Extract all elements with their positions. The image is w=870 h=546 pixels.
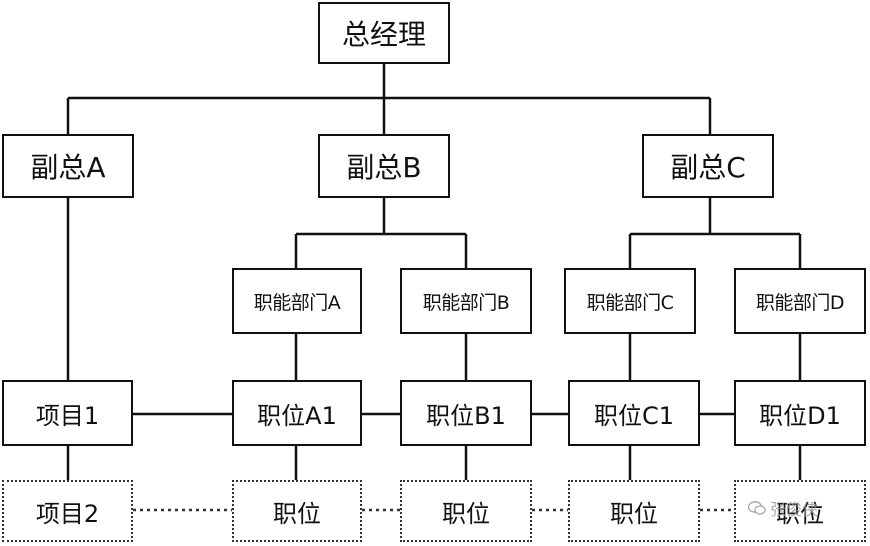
vp-a-label: 副总A: [30, 151, 106, 184]
position-d1-box: 职位D1: [734, 380, 866, 446]
vp-b-box: 副总B: [318, 134, 450, 198]
position-b1-label: 职位B1: [426, 401, 506, 430]
project-2-label: 项目2: [35, 499, 100, 528]
position-a-box: 职位: [232, 480, 362, 542]
position-d-label: 职位: [776, 499, 824, 528]
dept-c-box: 职能部门C: [564, 268, 696, 334]
position-d1-label: 职位D1: [759, 401, 841, 430]
vp-c-box: 副总C: [642, 134, 774, 198]
watermark: 张俊侠: [748, 496, 818, 520]
ceo-box: 总经理: [318, 2, 450, 64]
project-2-box: 项目2: [2, 480, 133, 542]
position-b1-box: 职位B1: [400, 380, 532, 446]
dept-a-label: 职能部门A: [253, 291, 341, 314]
position-c-box: 职位: [568, 480, 700, 542]
dept-a-box: 职能部门A: [232, 268, 362, 334]
position-c1-label: 职位C1: [593, 401, 675, 430]
position-c-label: 职位: [610, 499, 658, 528]
dept-c-label: 职能部门C: [586, 291, 674, 314]
vp-a-box: 副总A: [2, 134, 134, 198]
project-1-box: 项目1: [2, 380, 133, 446]
vp-c-label: 副总C: [670, 151, 746, 184]
position-c1-box: 职位C1: [568, 380, 700, 446]
position-b-label: 职位: [442, 499, 490, 528]
dept-b-label: 职能部门B: [422, 291, 510, 314]
position-a1-label: 职位A1: [257, 401, 337, 430]
dept-b-box: 职能部门B: [400, 268, 532, 334]
project-1-label: 项目1: [35, 401, 100, 430]
position-a1-box: 职位A1: [232, 380, 362, 446]
vp-b-label: 副总B: [346, 151, 422, 184]
dept-d-box: 职能部门D: [734, 268, 866, 334]
watermark-text: 张俊侠: [770, 500, 819, 519]
ceo-label: 总经理: [341, 18, 426, 51]
position-a-label: 职位: [273, 499, 321, 528]
dept-d-label: 职能部门D: [755, 291, 845, 314]
position-d-box: 职位: [734, 480, 866, 542]
wechat-icon: [748, 501, 766, 515]
position-b-box: 职位: [400, 480, 532, 542]
